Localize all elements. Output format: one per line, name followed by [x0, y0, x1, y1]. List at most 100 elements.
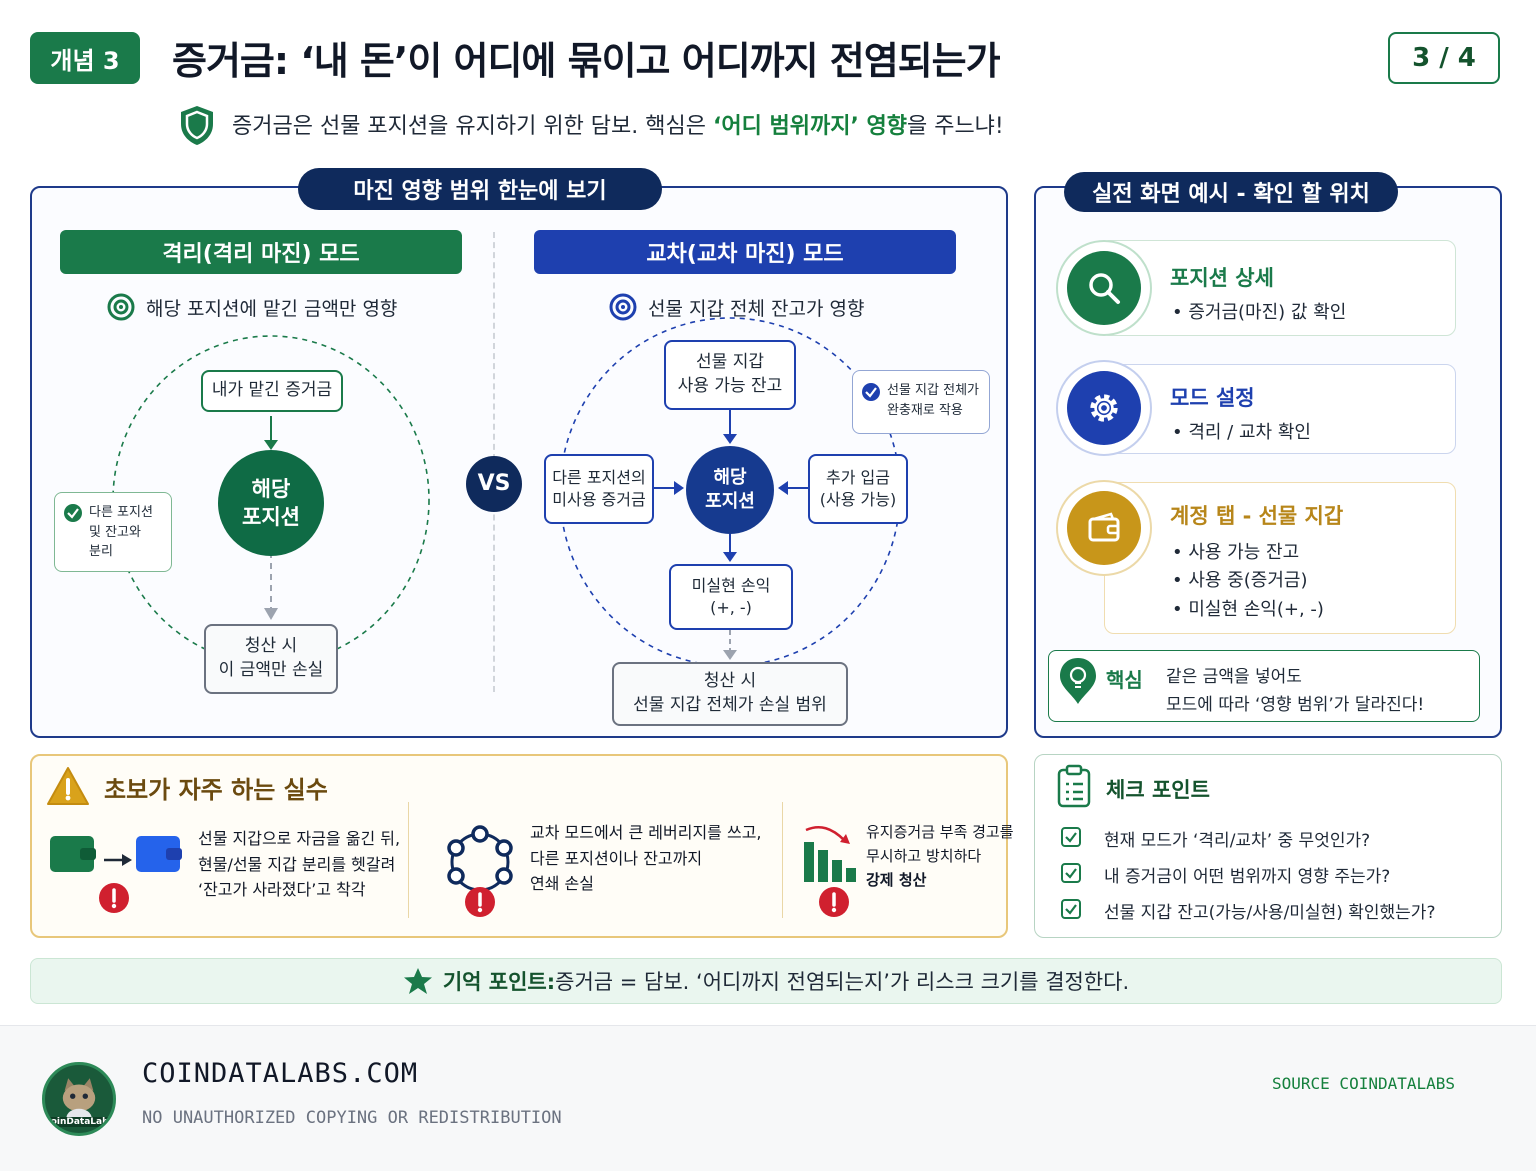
isolated-position-line1: 해당 [251, 476, 291, 501]
mistake-2-line3: 연쇄 손실 [530, 874, 594, 894]
mistake-1-line1: 선물 지갑으로 자금을 옮긴 뒤, [198, 829, 401, 848]
isolated-note-line1: 다른 포지션 [89, 505, 153, 520]
lightbulb-icon [1060, 658, 1096, 704]
alert-icon [819, 887, 849, 917]
brand-logo-text: CoinDataLabs [45, 1117, 113, 1127]
memory-point-bar: 기억 포인트: 증거금 = 담보. ‘어디까지 전염되는지’가 리스크 크기를 … [30, 958, 1502, 1004]
star-icon [403, 968, 432, 994]
checkbox-icon [1061, 863, 1081, 883]
mistake-3-text: 유지증거금 부족 경고를 무시하고 방치하다 강제 청산 [866, 820, 1014, 892]
card-position-detail-item: • 증거금(마진) 값 확인 [1172, 302, 1347, 323]
isolated-position-line2: 포지션 [242, 505, 300, 529]
mistake-2-line1: 교차 모드에서 큰 레버리지를 쓰고, [530, 823, 762, 842]
cross-mode-bar: 교차(교차 마진) 모드 [534, 230, 956, 274]
warning-icon [47, 767, 89, 805]
isolated-note-line3: 분리 [89, 544, 113, 559]
card-mode-setting [1100, 364, 1456, 454]
subtitle-post: 을 주느냐! [906, 114, 1004, 139]
cross-deposit-line2: (사용 가능) [819, 490, 897, 509]
card-futures-wallet-item-3: • 미실현 손익(+, -) [1172, 599, 1324, 620]
check-circle-icon [862, 383, 880, 401]
isolated-mode-bar: 격리(격리 마진) 모드 [60, 230, 462, 274]
card-futures-wallet-title: 계정 탭 - 선물 지갑 [1170, 504, 1344, 528]
checkpoint-item-2: 내 증거금이 어떤 범위까지 영향 주는가? [1104, 867, 1391, 887]
card-mode-setting-item: • 격리 / 교차 확인 [1172, 422, 1311, 443]
cross-pnl-line2: (+, -) [710, 598, 752, 617]
page-counter: 3 / 4 [1388, 32, 1500, 84]
subtitle: 증거금은 선물 포지션을 유지하기 위한 담보. 핵심은 ‘어디 범위까지’ 영… [232, 108, 1004, 140]
cross-position-line1: 해당 [713, 466, 747, 488]
footer-notice: NO UNAUTHORIZED COPYING OR REDISTRIBUTIO… [142, 1108, 562, 1128]
card-futures-wallet-item-1: • 사용 가능 잔고 [1172, 542, 1300, 563]
cross-wallet-line2: 사용 가능 잔고 [677, 376, 783, 396]
cross-note: 선물 지갑 전체가 완충재로 작용 [852, 370, 990, 434]
mistakes-title: 초보가 자주 하는 실수 [104, 776, 328, 804]
wallet-icon [1088, 512, 1120, 542]
vs-badge: VS [466, 456, 522, 512]
cross-mode-desc: 선물 지갑 전체 잔고가 영향 [648, 298, 865, 320]
screen-example-panel-title: 실전 화면 예시 - 확인 할 위치 [1064, 172, 1398, 212]
card-mode-setting-title: 모드 설정 [1170, 386, 1255, 410]
page-title: 증거금: ‘내 돈’이 어디에 묶이고 어디까지 전염되는가 [172, 39, 1001, 83]
mistake-2-line2: 다른 포지션이나 잔고까지 [530, 848, 703, 868]
isolated-mode-desc: 해당 포지션에 맡긴 금액만 영향 [146, 298, 398, 320]
magnifier-icon [1089, 273, 1120, 304]
checkbox-icon [1061, 899, 1081, 919]
clipboard-icon [1057, 764, 1091, 808]
wallet-transfer-icon [50, 836, 182, 872]
mistake-2-text: 교차 모드에서 큰 레버리지를 쓰고, 다른 포지션이나 잔고까지 연쇄 손실 [530, 820, 762, 897]
card-futures-wallet-ring [1056, 480, 1152, 576]
subtitle-pre: 증거금은 선물 포지션을 유지하기 위한 담보. 핵심은 [232, 114, 713, 139]
key-box [1048, 650, 1480, 722]
footer-source: SOURCE COINDATALABS [1272, 1074, 1456, 1093]
check-circle-icon [64, 504, 82, 522]
checkbox-icon [1061, 827, 1081, 847]
mistake-1-line3: ‘잔고가 사라졌다’고 착각 [198, 880, 366, 900]
cross-note-line1: 선물 지갑 전체가 [887, 383, 979, 398]
isolated-note-line2: 및 잔고와 [89, 524, 141, 540]
card-futures-wallet-item-2: • 사용 중(증거금) [1172, 570, 1308, 591]
margin-scope-panel-title: 마진 영향 범위 한눈에 보기 [298, 168, 662, 210]
cross-wallet-line1: 선물 지갑 [696, 352, 764, 373]
card-position-detail-title: 포지션 상세 [1170, 266, 1274, 290]
key-line-2: 모드에 따라 ‘영향 범위’가 달라진다! [1166, 695, 1425, 715]
footer-site: COINDATALABS.COM [142, 1058, 419, 1089]
mistake-3-line2: 무시하고 방치하다 [866, 847, 982, 865]
alert-icon [465, 887, 495, 917]
checkpoint-title: 체크 포인트 [1106, 778, 1210, 802]
checkpoint-item-1: 현재 모드가 ‘격리/교차’ 중 무엇인가? [1104, 831, 1371, 851]
mistake-1-text: 선물 지갑으로 자금을 옮긴 뒤, 현물/선물 지갑 분리를 헷갈려 ‘잔고가 … [198, 826, 400, 903]
key-line-1: 같은 금액을 넣어도 [1166, 667, 1302, 687]
footer [0, 1025, 1536, 1171]
isolated-deposit-node: 내가 맡긴 증거금 [201, 370, 343, 412]
brand-logo: CoinDataLabs [42, 1062, 116, 1136]
isolated-liquidation-line1: 청산 시 [244, 636, 298, 657]
subtitle-highlight: ‘어디 범위까지’ 영향 [713, 114, 907, 139]
card-mode-setting-ring [1056, 360, 1152, 456]
cross-other-margin-line2: 미사용 증거금 [552, 490, 646, 509]
concept-badge: 개념 3 [30, 32, 140, 84]
cross-note-line2: 완충재로 작용 [887, 402, 963, 418]
checkpoint-item-3: 선물 지갑 잔고(가능/사용/미실현) 확인했는가? [1104, 903, 1436, 923]
gear-icon [1090, 394, 1118, 422]
alert-icon [99, 883, 129, 913]
cross-liquidation-line1: 청산 시 [703, 671, 757, 692]
card-futures-wallet [1104, 482, 1456, 634]
memory-point-label: 기억 포인트: [442, 970, 556, 994]
cross-liquidation-line2: 선물 지갑 전체가 손실 범위 [633, 695, 827, 715]
shield-icon [181, 106, 213, 145]
cross-other-margin-line1: 다른 포지션의 [552, 467, 646, 487]
cross-pnl-line1: 미실현 손익 [691, 575, 771, 595]
mistake-1-line2: 현물/선물 지갑 분리를 헷갈려 [198, 854, 396, 874]
key-label: 핵심 [1106, 668, 1143, 692]
cross-unrealized-pnl-node: 미실현 손익 (+, -) [669, 564, 793, 630]
falling-chart-icon [804, 826, 856, 882]
mistakes-divider [782, 802, 783, 918]
mistake-3-line3: 강제 청산 [866, 871, 927, 889]
